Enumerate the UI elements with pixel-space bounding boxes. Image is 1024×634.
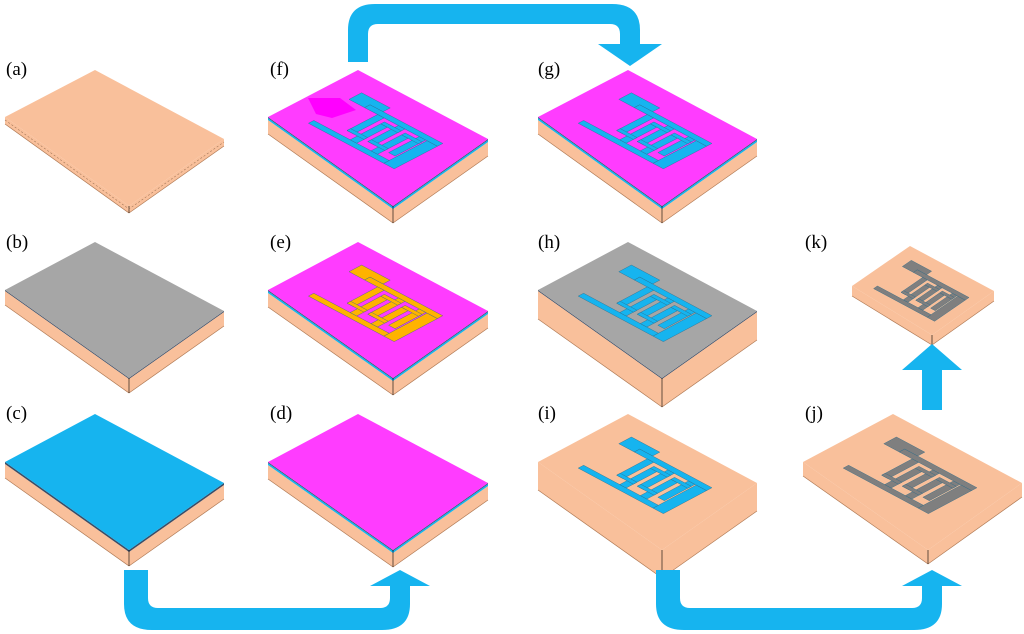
- label-k: (k): [805, 232, 828, 253]
- label-d: (d): [270, 403, 293, 424]
- magenta-layer-icon: [267, 414, 489, 568]
- etched-resist-icon: [267, 70, 489, 224]
- label-a: (a): [6, 59, 28, 80]
- dark-pattern-on-substrate-icon: [802, 414, 1023, 565]
- arrow-f-to-g: [348, 4, 662, 66]
- label-h: (h): [538, 232, 561, 253]
- released-electrode-icon: [851, 246, 995, 346]
- patterned-resist-icon: [267, 242, 489, 396]
- label-j: (j): [805, 403, 823, 424]
- cyan-pattern-in-magenta-icon: [537, 70, 758, 224]
- label-i: (i): [538, 403, 556, 424]
- arrow-c-to-d: [124, 570, 430, 630]
- arrow-j-to-k: [902, 344, 962, 410]
- label-g: (g): [538, 59, 561, 80]
- label-c: (c): [6, 403, 28, 424]
- label-e: (e): [270, 232, 292, 253]
- label-f: (f): [270, 59, 289, 80]
- arrow-i-to-j: [656, 570, 962, 630]
- label-b: (b): [6, 232, 29, 253]
- cyan-layer-icon: [4, 414, 225, 567]
- gray-layer-icon: [4, 242, 225, 394]
- cyan-pattern-on-gray-icon: [537, 242, 758, 408]
- bare-substrate-icon: [4, 70, 225, 214]
- cyan-pattern-on-substrate-icon: [537, 414, 758, 579]
